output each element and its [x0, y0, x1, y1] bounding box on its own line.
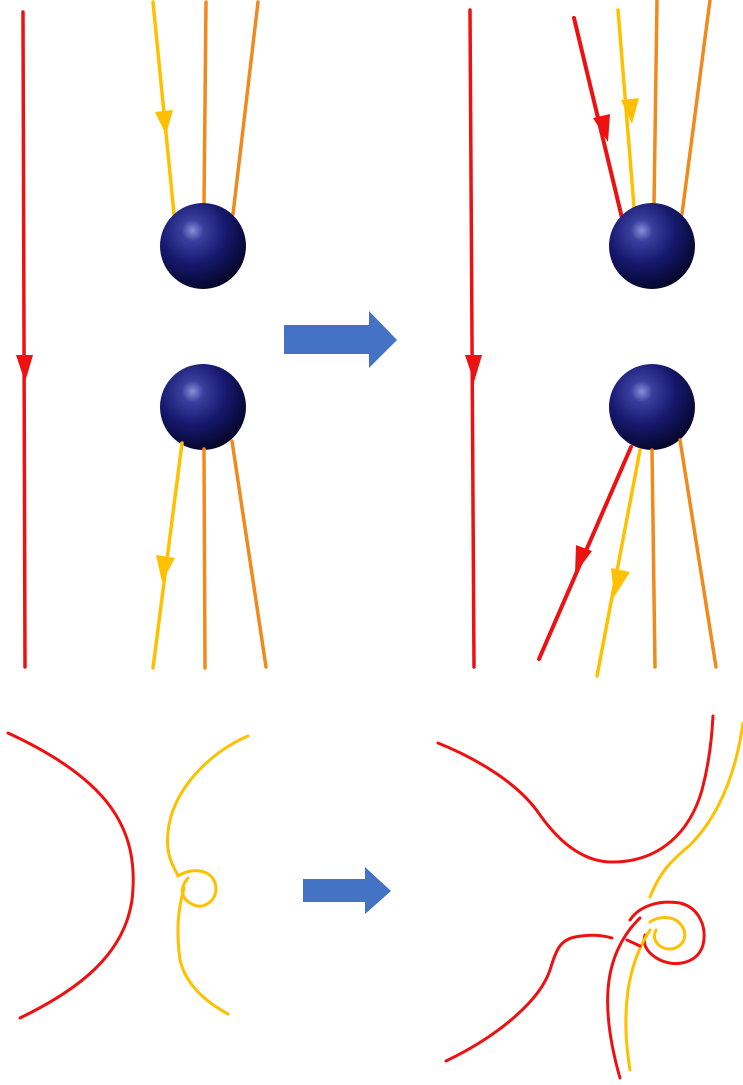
yellow-lower-arrow-icon: [156, 555, 175, 582]
top-right-panel: [465, 0, 718, 678]
transition-arrow-icon: [284, 311, 397, 368]
yellow-upper-curve: [165, 734, 250, 878]
red-direction-arrow-icon: [465, 355, 482, 382]
red-loop-curve: [628, 900, 706, 965]
orange-upper-line-2: [231, 0, 260, 216]
top-left-panel: [16, 0, 268, 670]
orange-lower-line-2: [230, 439, 268, 669]
orange-upper-line-1: [202, 0, 208, 207]
red-field-line: [468, 8, 476, 669]
red-field-line: [21, 10, 27, 669]
bottom-left-panel: [6, 731, 250, 1020]
yellow-lower-arrow-icon: [611, 568, 630, 597]
orange-upper-line-1: [652, 0, 659, 207]
red-lower-left-curve: [444, 933, 614, 1063]
lower-sphere: [609, 364, 695, 450]
red-lower-right-curve: [606, 916, 642, 1080]
yellow-upper-line: [151, 0, 176, 216]
lower-sphere: [160, 364, 246, 450]
orange-lower-line-1: [202, 447, 207, 670]
red-short-segment: [625, 938, 642, 948]
red-upper-arrow-icon: [593, 114, 610, 142]
bottom-right-panel: [436, 714, 743, 1080]
transition-arrow-icon: [303, 867, 391, 914]
yellow-loop-curve: [176, 869, 230, 1016]
red-upper-curve: [436, 714, 715, 864]
orange-lower-line-1: [650, 448, 657, 669]
yellow-lower-line: [595, 448, 642, 678]
upper-sphere: [609, 203, 695, 289]
yellow-upper-arrow-icon: [621, 98, 639, 124]
orange-upper-line-2: [680, 0, 712, 216]
yellow-upper-arrow-icon: [155, 110, 173, 135]
orange-lower-line-2: [678, 438, 718, 669]
yellow-loop-curve: [624, 916, 687, 1072]
yellow-lower-line: [151, 441, 184, 670]
red-direction-arrow-icon: [16, 355, 33, 382]
yellow-outer-curve: [648, 721, 743, 899]
upper-sphere: [160, 203, 246, 289]
red-lower-arrow-icon: [575, 545, 592, 574]
red-curve: [6, 731, 135, 1020]
